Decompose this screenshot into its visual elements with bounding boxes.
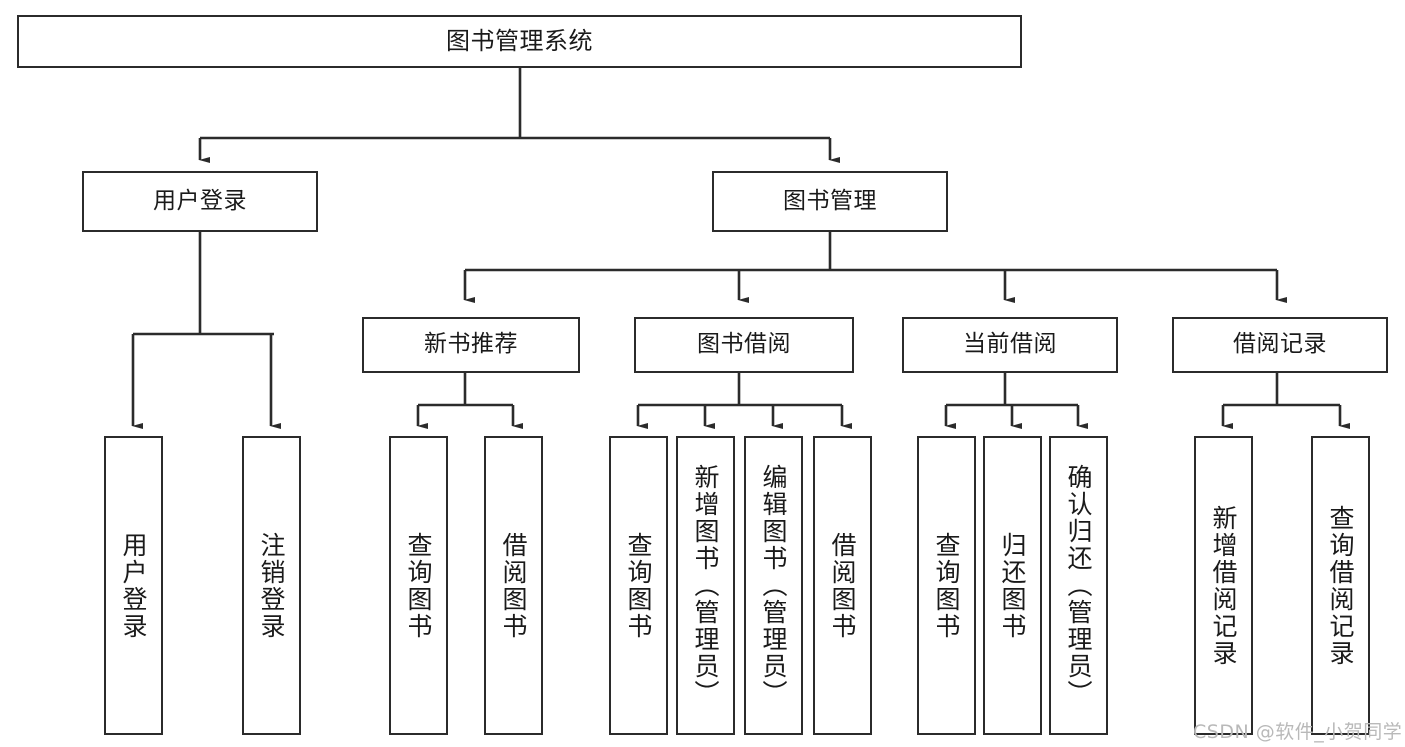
node-label: 用户登录	[153, 187, 247, 214]
node-borrow-record[interactable]: 借阅记录	[1172, 317, 1388, 373]
node-label: 当前借阅	[963, 331, 1057, 358]
node-label: 图书借阅	[697, 331, 791, 358]
node-label: 查询图书	[404, 531, 433, 640]
node-label: 借阅图书	[828, 531, 857, 640]
leaf-query-book-current[interactable]: 查询图书	[917, 436, 976, 735]
leaf-query-borrow-record[interactable]: 查询借阅记录	[1311, 436, 1370, 735]
node-user-login[interactable]: 用户登录	[82, 171, 318, 232]
node-label: 归还图书	[998, 531, 1027, 640]
node-label: 图书管理	[783, 187, 877, 214]
leaf-add-book-admin[interactable]: 新增图书（管理员）	[676, 436, 735, 735]
node-label: 图书管理系统	[446, 27, 593, 56]
leaf-borrow-book[interactable]: 借阅图书	[813, 436, 872, 735]
leaf-user-login[interactable]: 用户登录	[104, 436, 163, 735]
node-label: 新增借阅记录	[1209, 504, 1238, 667]
watermark: CSDN @软件_小贺同学	[1193, 721, 1403, 743]
leaf-query-book-recommend[interactable]: 查询图书	[389, 436, 448, 735]
leaf-query-book-borrow[interactable]: 查询图书	[609, 436, 668, 735]
node-label: 用户登录	[119, 531, 148, 640]
leaf-add-borrow-record[interactable]: 新增借阅记录	[1194, 436, 1253, 735]
node-label: 查询借阅记录	[1326, 504, 1355, 667]
leaf-return-book[interactable]: 归还图书	[983, 436, 1042, 735]
node-new-book-recommend[interactable]: 新书推荐	[362, 317, 580, 373]
node-root-book-management-system[interactable]: 图书管理系统	[17, 15, 1022, 68]
node-book-management[interactable]: 图书管理	[712, 171, 948, 232]
node-label: 编辑图书（管理员）	[759, 464, 788, 707]
leaf-confirm-return-admin[interactable]: 确认归还（管理员）	[1049, 436, 1108, 735]
node-label: 新书推荐	[424, 331, 518, 358]
node-label: 借阅图书	[499, 531, 528, 640]
node-label: 确认归还（管理员）	[1064, 464, 1093, 707]
node-label: 查询图书	[932, 531, 961, 640]
node-label: 借阅记录	[1233, 331, 1327, 358]
leaf-edit-book-admin[interactable]: 编辑图书（管理员）	[744, 436, 803, 735]
node-book-borrow[interactable]: 图书借阅	[634, 317, 854, 373]
node-label: 查询图书	[624, 531, 653, 640]
node-label: 注销登录	[257, 531, 286, 640]
node-label: 新增图书（管理员）	[691, 464, 720, 707]
node-current-borrow[interactable]: 当前借阅	[902, 317, 1118, 373]
leaf-logout[interactable]: 注销登录	[242, 436, 301, 735]
leaf-borrow-book-recommend[interactable]: 借阅图书	[484, 436, 543, 735]
